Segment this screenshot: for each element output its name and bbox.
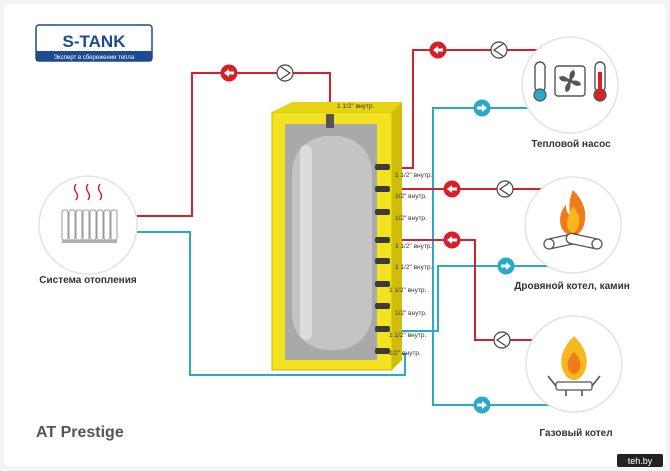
arrow-heatpump-supply [429, 41, 447, 59]
port-label-3: 1/2" внутр. [395, 215, 427, 222]
arrow-heating-supply [220, 64, 238, 82]
pipe-heating-return [134, 231, 406, 376]
logo-brand: S-TANK [63, 32, 127, 51]
tank-insulation-top [272, 102, 402, 112]
port-label-8: 1 1/2" внутр. [389, 332, 426, 339]
fire-wood-icon [543, 190, 603, 250]
watermark-text: teh.by [628, 456, 653, 466]
port-label-top: 1 1/2" внутр. [337, 103, 374, 110]
logo-slogan-bar [36, 51, 152, 61]
gas-boiler [525, 315, 623, 413]
logo: S-TANK Эксперт в сбережении тепла [35, 24, 153, 62]
heating-system [38, 175, 138, 275]
arrow-wood-supply [443, 180, 461, 198]
tank-side-fittings [375, 164, 390, 354]
port-label-5: 1 1/2" внутр. [395, 264, 432, 271]
arrow-gas-return [473, 396, 491, 414]
tank-insulation-side [392, 102, 402, 370]
port-label-2: 1/2" внутр. [395, 193, 427, 200]
wood-boiler-label: Дровяной котел, камин [514, 281, 630, 292]
port-label-1: 1 1/2" внутр. [395, 172, 432, 179]
pump-heatpump [490, 41, 508, 59]
gas-boiler-label: Газовый котел [539, 428, 612, 439]
pump-wood [496, 180, 514, 198]
arrow-wood-return [497, 257, 515, 275]
gas-flame-icon [547, 336, 601, 396]
pipe-gas-supply [390, 239, 560, 341]
port-label-4: 1 1/2" внутр. [395, 243, 432, 250]
thermo-fan-icon [533, 61, 607, 102]
watermark-badge [617, 454, 663, 467]
pipe-gas-return [432, 189, 560, 406]
pipe-heating-supply [134, 72, 331, 217]
watermark: teh.by [617, 454, 663, 467]
heating-system-label: Система отопления [39, 275, 137, 286]
product-name: AT Prestige [36, 424, 124, 441]
tank-highlight [300, 145, 312, 340]
arrow-gas-supply [443, 231, 461, 249]
arrow-heatpump-return [473, 99, 491, 117]
port-top-fitting [326, 114, 334, 128]
heat-pump-label: Тепловой насос [531, 139, 611, 150]
port-label-6: 1 1/2" внутр. [389, 287, 426, 294]
port-label-7: 1/2" внутр. [395, 310, 427, 317]
logo-slogan: Эксперт в сбережении тепла [54, 55, 135, 61]
storage-tank [271, 102, 402, 371]
heat-pump [521, 36, 619, 134]
radiator-icon [61, 183, 118, 243]
port-label-9: 1/2" внутр. [389, 350, 421, 357]
pump-heating [276, 64, 294, 82]
pump-gas [493, 331, 511, 349]
wood-boiler [524, 176, 622, 274]
